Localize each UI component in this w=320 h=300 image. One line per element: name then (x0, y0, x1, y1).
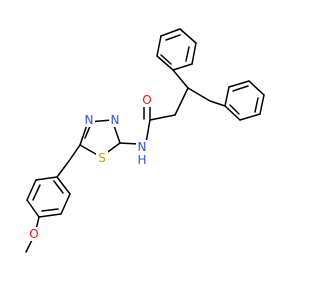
atom-nitrogen-amide: N (138, 140, 147, 154)
phenyl-ring-upper-left (156, 28, 197, 71)
aliphatic-chain (143, 69, 226, 144)
atom-nitrogen-ring-2: N (85, 113, 94, 127)
atom-hydrogen-amide: H (137, 153, 146, 167)
atom-sulfur: S (98, 151, 106, 165)
phenyl-ring-upper-right (224, 80, 265, 121)
atom-oxygen-methoxy: O (29, 227, 38, 241)
atom-oxygen-carbonyl: O (142, 93, 151, 107)
molecule-structure: O N H N N S O (25, 28, 265, 253)
atom-nitrogen-ring-1: N (111, 113, 120, 127)
atom-labels: O N H N N S O (28, 93, 153, 241)
